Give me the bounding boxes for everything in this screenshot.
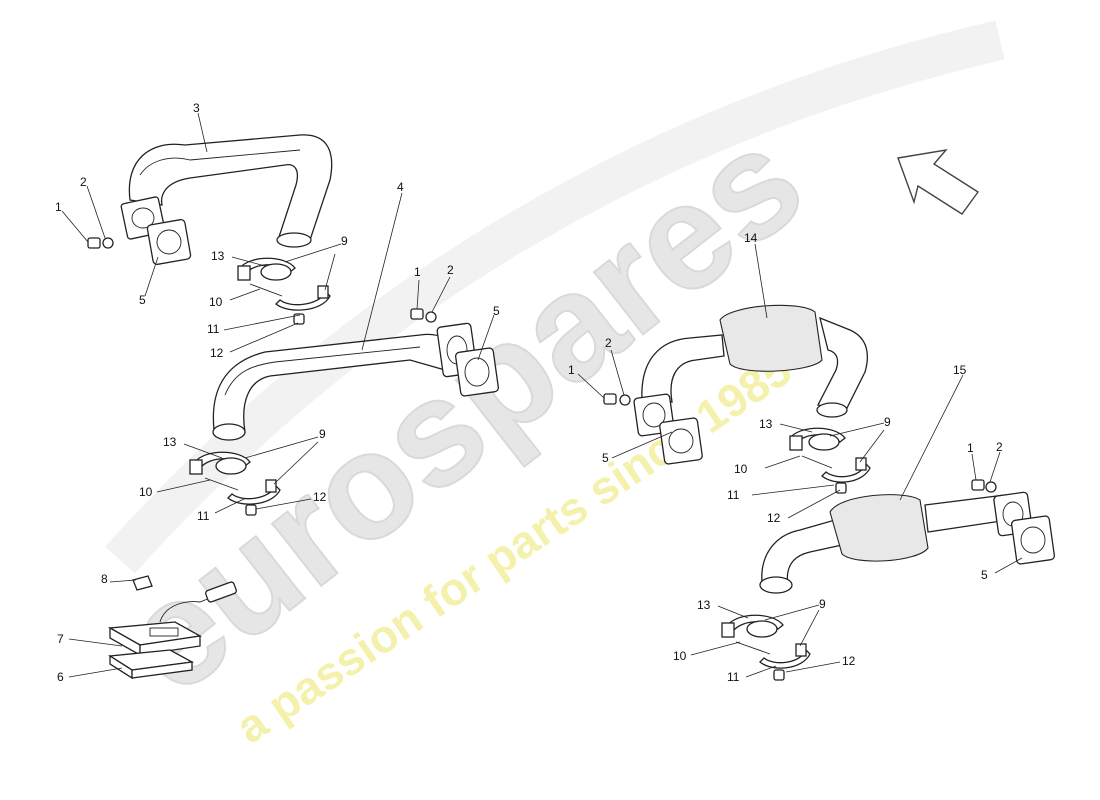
callout-5: 5: [493, 304, 500, 318]
exhaust-pipe-3: [120, 134, 333, 266]
callout-9: 9: [884, 415, 891, 429]
callout-10: 10: [734, 462, 748, 476]
callout-5: 5: [139, 293, 146, 307]
callout-8: 8: [101, 572, 108, 586]
callout-11: 11: [727, 670, 740, 684]
callout-4: 4: [397, 180, 404, 194]
callout-12: 12: [313, 490, 327, 504]
callout-10: 10: [673, 649, 687, 663]
callout-13: 13: [759, 417, 773, 431]
callout-1: 1: [414, 265, 421, 279]
nut-washer-set-bottom-right: [971, 479, 997, 493]
callout-labels: 3 2 1 5 13 9 10 11 12 4 1 2 5 13 9 10 12…: [55, 101, 1003, 684]
callout-3: 3: [193, 101, 200, 115]
clamp-set-center-right: [789, 427, 871, 494]
catalytic-converter-14: [633, 304, 868, 465]
clamp-set-bottom-right: [721, 614, 811, 681]
callout-2: 2: [605, 336, 612, 350]
clamp-set-center-left: [189, 451, 281, 516]
callout-5: 5: [981, 568, 988, 582]
callout-15: 15: [953, 363, 967, 377]
callout-1: 1: [55, 200, 62, 214]
arrow-up-left-icon: [897, 148, 980, 215]
callout-11: 11: [207, 322, 220, 336]
nut-washer-set-center: [410, 308, 437, 323]
callout-1: 1: [967, 441, 974, 455]
callout-7: 7: [57, 632, 64, 646]
callout-1: 1: [568, 363, 575, 377]
leader-lines: [61, 112, 1023, 678]
callout-9: 9: [341, 234, 348, 248]
callout-13: 13: [697, 598, 711, 612]
callout-12: 12: [767, 511, 781, 525]
callout-9: 9: [819, 597, 826, 611]
callout-2: 2: [996, 440, 1003, 454]
callout-2: 2: [447, 263, 454, 277]
catalytic-converter-15: [759, 491, 1056, 594]
clamp-set-top-left: [237, 257, 331, 325]
callout-9: 9: [319, 427, 326, 441]
callout-12: 12: [210, 346, 224, 360]
callout-10: 10: [209, 295, 223, 309]
callout-2: 2: [80, 175, 87, 189]
callout-14: 14: [744, 231, 758, 245]
callout-13: 13: [211, 249, 225, 263]
exhaust-pipe-4: [212, 322, 500, 441]
nut-washer-set-top-left: [87, 237, 114, 249]
callout-5: 5: [602, 451, 609, 465]
callout-12: 12: [842, 654, 856, 668]
callout-11: 11: [727, 488, 740, 502]
callout-10: 10: [139, 485, 153, 499]
nut-washer-set-center-right: [603, 393, 631, 406]
callout-11: 11: [197, 509, 210, 523]
callout-6: 6: [57, 670, 64, 684]
callout-13: 13: [163, 435, 177, 449]
control-unit-assembly: [107, 575, 237, 680]
